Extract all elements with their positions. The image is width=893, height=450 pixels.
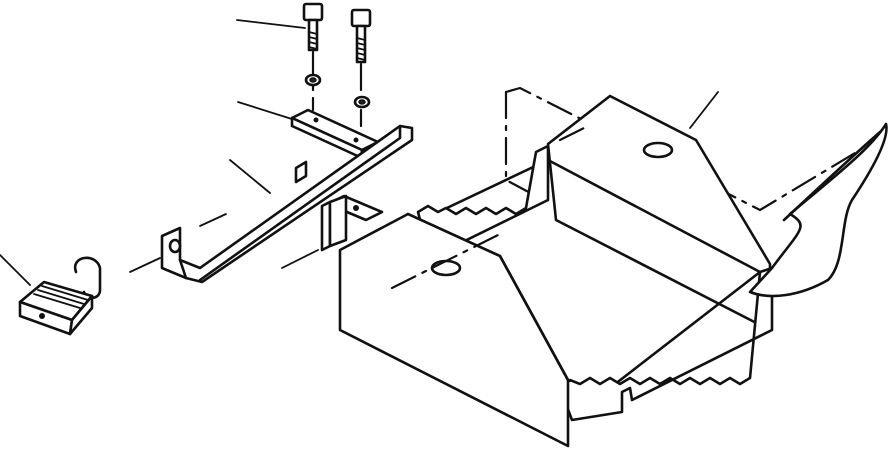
padlock xyxy=(18,256,102,336)
leader-bar-pin xyxy=(199,213,227,227)
leader-padlock xyxy=(0,254,31,286)
tray-pad xyxy=(748,122,888,298)
bolt-right xyxy=(350,8,372,64)
leader-hold-down-bar xyxy=(229,159,271,194)
leader-bolt xyxy=(236,19,306,29)
leader-bracket xyxy=(281,249,319,269)
leader-bar-end xyxy=(129,257,161,273)
hidden-line-front xyxy=(390,232,502,290)
battery-tray xyxy=(338,94,774,448)
leader-tray-pad xyxy=(689,91,719,129)
leader-lines xyxy=(0,19,719,286)
hidden-line-back xyxy=(558,124,590,142)
bolt-left xyxy=(302,2,324,52)
leader-plate xyxy=(237,101,296,121)
hold-down-bar xyxy=(160,124,414,284)
